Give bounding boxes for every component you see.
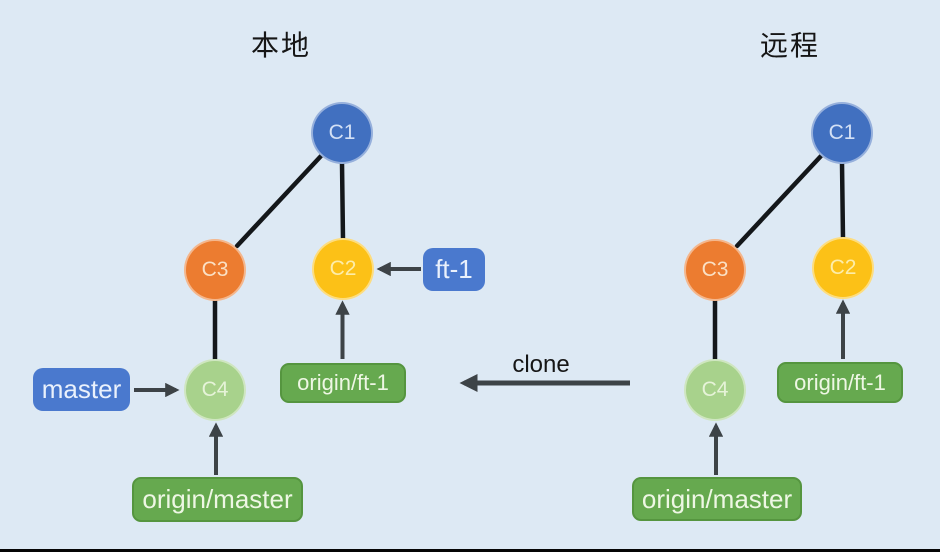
local-branch-master-badge: master [33, 368, 130, 411]
local-ref-origin-ft1-badge: origin/ft-1 [280, 363, 406, 403]
local-commit-c2: C2 [312, 238, 374, 300]
local-branch-ft1-badge: ft-1 [423, 248, 485, 291]
local-commit-c3: C3 [184, 239, 246, 301]
local-section-title: 本地 [250, 29, 312, 62]
remote-edge-c1-c3 [734, 153, 824, 249]
local-ref-origin-master-badge: origin/master [132, 477, 303, 522]
remote-commit-c3: C3 [684, 239, 746, 301]
remote-commit-c2: C2 [812, 237, 874, 299]
remote-commit-c4: C4 [684, 359, 746, 421]
local-edge-c1-c3 [234, 153, 324, 249]
remote-edge-c1-c2 [839, 160, 846, 242]
remote-ref-origin-master-badge: origin/master [632, 477, 802, 521]
clone-label: clone [512, 351, 570, 378]
remote-ref-origin-ft1-badge: origin/ft-1 [777, 362, 903, 403]
remote-commit-c1: C1 [811, 102, 873, 164]
local-edge-c1-c2 [339, 160, 346, 243]
remote-section-title: 远程 [759, 29, 821, 62]
local-commit-c1: C1 [311, 102, 373, 164]
local-commit-c4: C4 [184, 359, 246, 421]
bottom-edge-bar [0, 549, 940, 552]
